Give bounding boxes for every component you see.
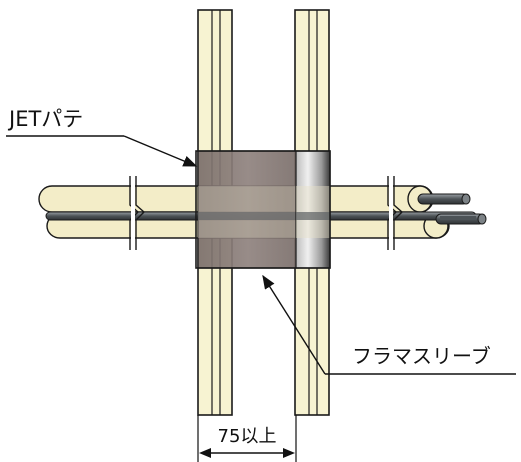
thickness-dimension: 75以上 <box>197 415 297 462</box>
putty-label: JETパテ <box>7 107 83 131</box>
break-mark-left <box>129 176 146 250</box>
jet-putty-fill <box>197 150 299 269</box>
putty-callout: JETパテ <box>6 107 198 167</box>
frama-sleeve <box>195 150 331 269</box>
dimension-label: 75以上 <box>218 426 277 447</box>
break-mark-right <box>387 176 404 250</box>
sleeve-label: フラマスリーブ <box>352 344 491 368</box>
sleeve-callout: フラマスリーブ <box>262 274 516 375</box>
